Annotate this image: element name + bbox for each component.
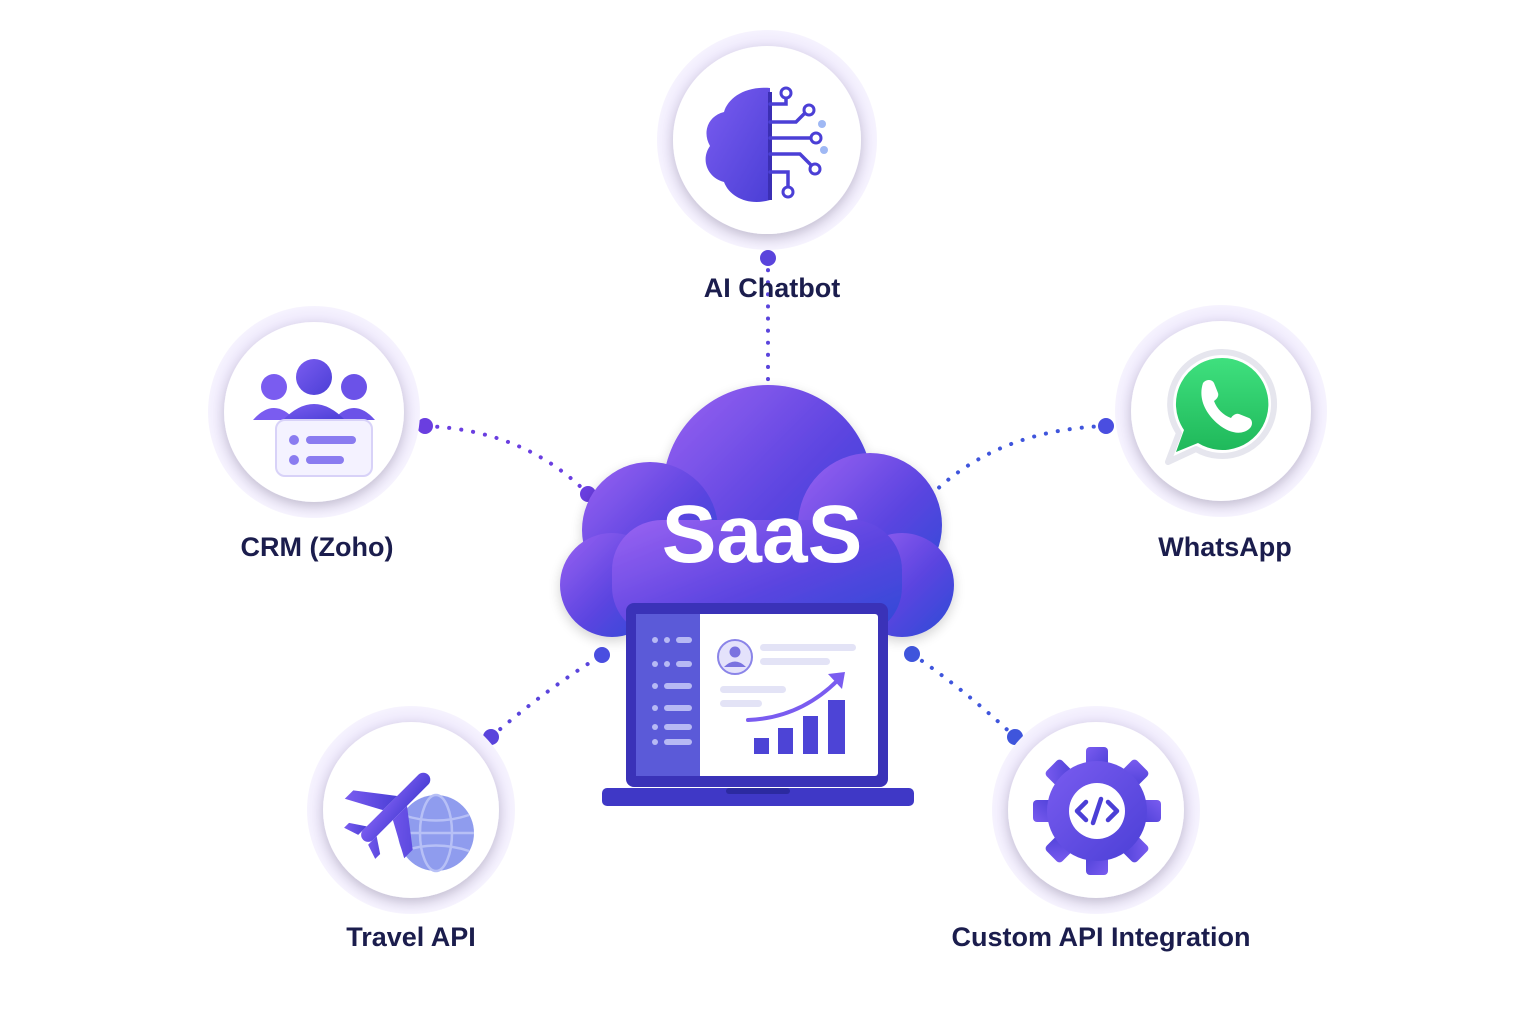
connector-dot (417, 418, 433, 434)
connector-custom (910, 652, 1017, 739)
connector-dot (594, 647, 610, 663)
user-avatar-icon (717, 639, 753, 675)
laptop-base (602, 788, 914, 806)
node-ai-chatbot (657, 30, 877, 250)
node-whatsapp (1115, 305, 1327, 517)
connector-dot (1098, 418, 1114, 434)
connectors (423, 256, 1108, 739)
node-label-whatsapp: WhatsApp (1158, 532, 1291, 562)
node-label-travel: Travel API (346, 922, 476, 952)
connector-dot (904, 646, 920, 662)
connector-dot (760, 250, 776, 266)
airplane-globe-icon (344, 772, 474, 873)
brain-circuit-icon (705, 86, 828, 202)
whatsapp-icon (1165, 349, 1278, 465)
connector-whatsapp (926, 424, 1108, 500)
node-custom-api (992, 706, 1200, 914)
laptop-dashboard (602, 603, 914, 806)
node-crm (208, 306, 420, 518)
node-label-ai: AI Chatbot (704, 273, 840, 303)
connector-crm (423, 424, 590, 496)
saas-title: SaaS (662, 489, 863, 580)
users-card-icon (253, 359, 375, 477)
node-label-custom: Custom API Integration (951, 922, 1250, 952)
connector-travel (489, 653, 604, 739)
node-label-crm: CRM (Zoho) (241, 532, 394, 562)
gear-code-icon (1033, 747, 1161, 875)
growth-chart-icon (746, 672, 845, 754)
node-travel (307, 706, 515, 914)
saas-cloud (560, 385, 954, 637)
